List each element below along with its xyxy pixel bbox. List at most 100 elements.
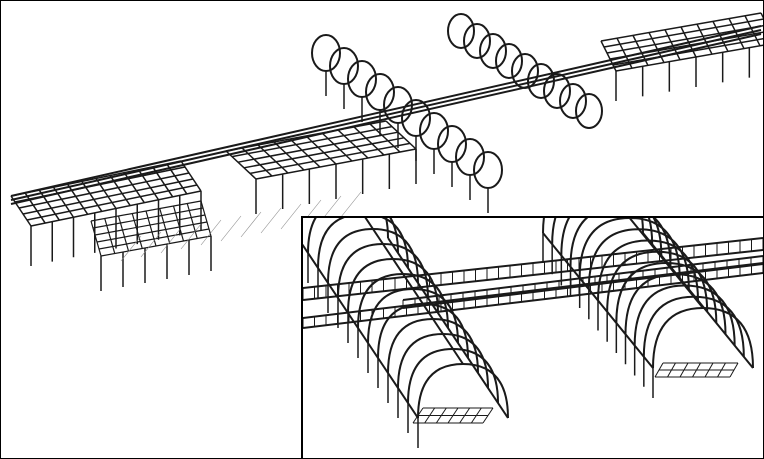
brace — [160, 227, 182, 254]
ridge-chord — [628, 218, 704, 309]
brace — [220, 215, 242, 242]
brace — [120, 235, 142, 262]
arch-frame — [633, 284, 736, 346]
arch-ring — [329, 47, 359, 85]
arch-frame — [642, 295, 745, 357]
deck-beam — [257, 144, 289, 174]
side-chord — [303, 243, 419, 419]
deck-beam — [90, 220, 102, 257]
deck-beam — [152, 166, 174, 198]
main-beam — [10, 25, 762, 197]
deck-beam — [632, 35, 649, 66]
brace — [140, 231, 162, 258]
detail-structure-view — [303, 218, 763, 448]
deck-beam — [321, 132, 353, 162]
deck-beam — [14, 166, 186, 203]
arch-ring — [365, 73, 395, 111]
brace — [340, 191, 362, 218]
deck-beam — [200, 200, 212, 237]
brace — [280, 203, 302, 230]
deck-beam — [231, 125, 393, 158]
brace — [200, 219, 222, 246]
main-beam — [10, 33, 762, 205]
deck-beam — [52, 186, 75, 218]
arch-ring — [311, 34, 341, 72]
deck-beam — [600, 40, 617, 72]
deck-beam — [225, 120, 387, 152]
deck-beam — [289, 138, 321, 168]
arch-ring — [575, 93, 603, 129]
deck-beam — [606, 24, 763, 54]
deck-beam — [744, 15, 761, 47]
deck-beam — [600, 12, 762, 42]
arch-ring — [437, 125, 467, 163]
side-chord — [387, 237, 509, 419]
deck-beam — [603, 18, 763, 48]
arch-ring — [495, 43, 523, 79]
deck-beam — [24, 192, 46, 224]
deck-beam — [696, 23, 713, 55]
deck-beam — [648, 32, 665, 63]
deck-beam — [131, 213, 143, 249]
arch-ring — [401, 99, 431, 137]
deck-beam — [10, 195, 32, 227]
arch-frame — [417, 362, 509, 419]
deck-beam — [137, 169, 160, 201]
arch-ring — [473, 151, 503, 189]
deck-beam — [385, 120, 417, 150]
deck-beam — [664, 29, 681, 61]
deck-beam — [94, 214, 206, 236]
deck-beam — [109, 175, 131, 206]
deck-beam — [95, 178, 117, 209]
deck-beam — [22, 178, 194, 215]
deck-beam — [273, 141, 305, 171]
deck-beam — [249, 142, 411, 175]
deck-beam — [96, 221, 208, 243]
deck-beam — [305, 135, 337, 165]
arch-ring — [447, 13, 475, 49]
arch-ring — [419, 112, 449, 150]
deck-beam — [237, 131, 399, 163]
deck-beam — [92, 207, 204, 229]
deck-beam — [337, 129, 369, 159]
deck-beam — [612, 37, 763, 66]
deck-beam — [353, 126, 385, 156]
arch-ring — [511, 53, 539, 89]
deck-beam — [728, 18, 745, 49]
side-chord — [542, 232, 654, 369]
deck-beam — [159, 208, 171, 244]
deck-beam — [180, 160, 202, 192]
brace — [180, 223, 202, 250]
deck-beam — [609, 31, 763, 60]
ridge-chord — [364, 218, 464, 365]
deck-beam — [123, 172, 145, 204]
deck-beam — [243, 137, 405, 169]
detail-inset — [301, 216, 763, 458]
arch-ring — [543, 73, 571, 109]
deck-beam — [225, 150, 257, 180]
arch-ring — [527, 63, 555, 99]
deck-beam — [67, 183, 89, 215]
arch-ring — [463, 23, 491, 59]
deck-beam — [117, 215, 130, 252]
deck-beam — [712, 21, 729, 52]
arch-ring — [383, 86, 413, 124]
arch-frame — [652, 306, 754, 369]
deck-beam — [104, 218, 116, 254]
deck-beam — [38, 189, 60, 221]
arch-ring — [347, 60, 377, 98]
deck-beam — [100, 235, 212, 257]
deck-beam — [18, 172, 190, 209]
arch-ring — [479, 33, 507, 69]
arch-ring — [455, 138, 485, 176]
deck-beam — [241, 147, 273, 177]
arch-ring — [559, 83, 587, 119]
deck-beam — [172, 205, 185, 242]
deck-beam — [680, 26, 697, 58]
deck-beam — [90, 200, 202, 222]
brace — [260, 207, 282, 234]
arch-frame — [385, 218, 389, 239]
deck-beam — [26, 184, 198, 221]
